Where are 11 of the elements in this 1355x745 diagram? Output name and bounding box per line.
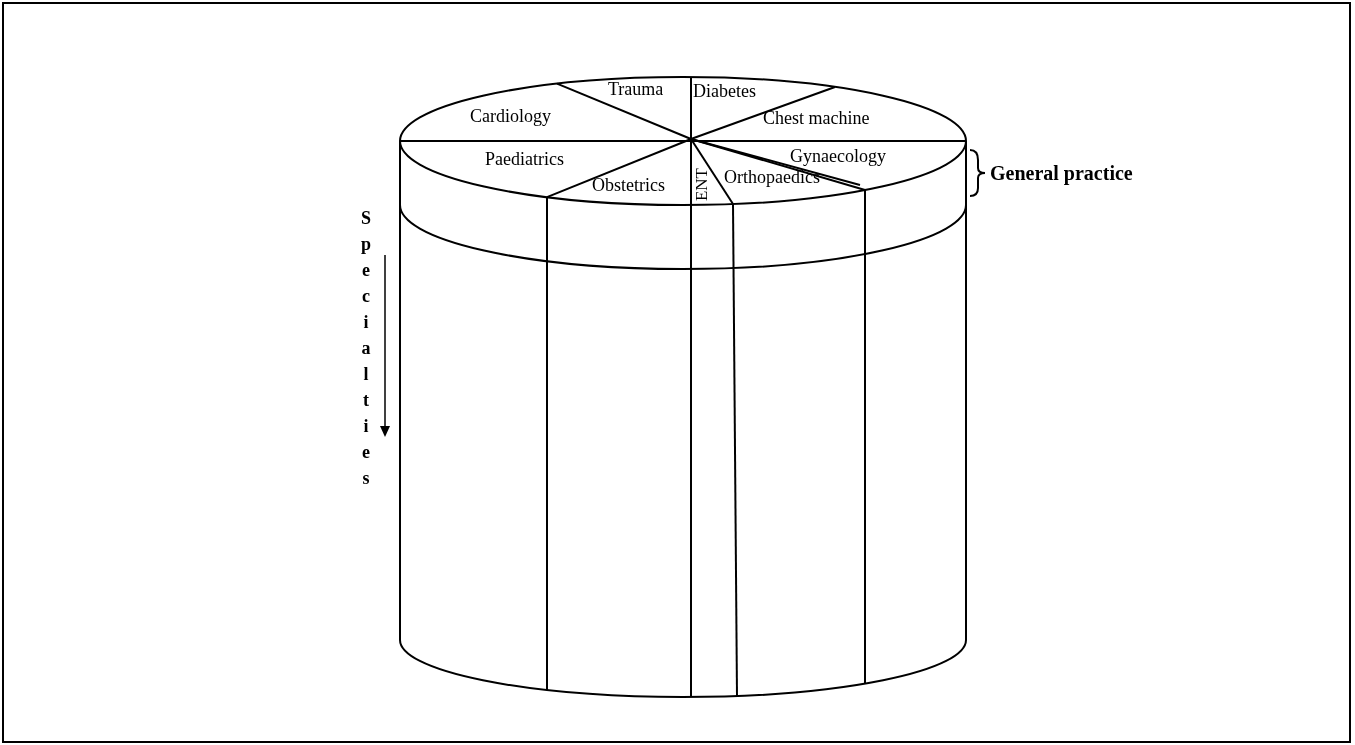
sector-label: Obstetrics — [592, 176, 665, 194]
sector-label: Cardiology — [470, 107, 551, 125]
axis-label: Specialties — [356, 208, 376, 494]
sector-label: Chest machine — [763, 109, 870, 127]
sector-label: Paediatrics — [485, 150, 564, 168]
sector-label: Gynaecology — [790, 147, 886, 165]
sector-label: Trauma — [608, 80, 664, 98]
sector-label: ENT — [693, 168, 710, 202]
sector-label: Orthopaedics — [724, 168, 820, 186]
sector-label: Diabetes — [693, 82, 756, 100]
group-label: General practice — [990, 163, 1133, 183]
